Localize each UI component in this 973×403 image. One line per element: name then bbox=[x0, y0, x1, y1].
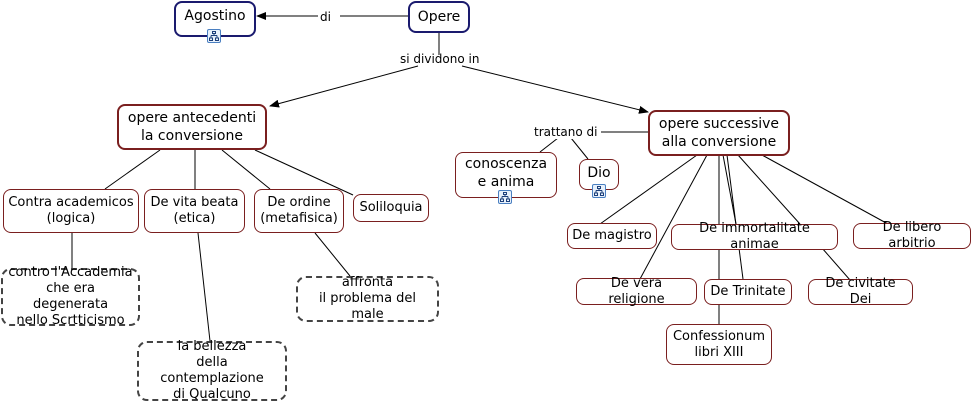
node-de-vera-religione[interactable]: De vera religione bbox=[576, 276, 697, 307]
node-de-ordine[interactable]: De ordine (metafisica) bbox=[254, 189, 344, 233]
node-de-vita-beata[interactable]: De vita beata (etica) bbox=[144, 189, 245, 233]
node-contro-accademia[interactable]: contro l'Accademia che era degenerata ne… bbox=[1, 265, 140, 328]
submap-icon[interactable] bbox=[207, 29, 221, 43]
link-label-si-dividono-in: si dividono in bbox=[400, 52, 480, 66]
link-dividono-successive bbox=[461, 65, 649, 114]
node-affronta[interactable]: affronta il problema del male bbox=[296, 275, 439, 322]
link-label-di: di bbox=[319, 10, 332, 24]
node-de-libero-arbitrio[interactable]: De libero arbitrio bbox=[853, 220, 971, 251]
node-opere-successive[interactable]: opere successive alla conversione bbox=[648, 110, 790, 156]
link-label-trattano-di: trattano di bbox=[533, 125, 599, 139]
node-de-civitate-dei[interactable]: De civitate Dei bbox=[808, 276, 913, 307]
link-dividono-antecedenti bbox=[269, 65, 419, 108]
node-la-bellezza[interactable]: la bellezza della contemplazione di Qual… bbox=[137, 339, 287, 402]
node-soliloquia[interactable]: Soliloquia bbox=[353, 194, 429, 222]
submap-icon[interactable] bbox=[592, 184, 606, 198]
node-opere[interactable]: Opere bbox=[408, 1, 470, 33]
node-de-trinitate[interactable]: De Trinitate bbox=[704, 279, 792, 305]
node-de-magistro[interactable]: De magistro bbox=[567, 223, 657, 249]
submap-icon[interactable] bbox=[498, 190, 512, 204]
node-contra-academicos[interactable]: Contra academicos (logica) bbox=[3, 189, 139, 233]
node-confessionum[interactable]: Confessionum libri XIII bbox=[666, 324, 772, 365]
node-opere-antecedenti[interactable]: opere antecedenti la conversione bbox=[117, 104, 267, 150]
node-de-immortalitate-animae[interactable]: De immortalitate animae bbox=[671, 221, 838, 252]
